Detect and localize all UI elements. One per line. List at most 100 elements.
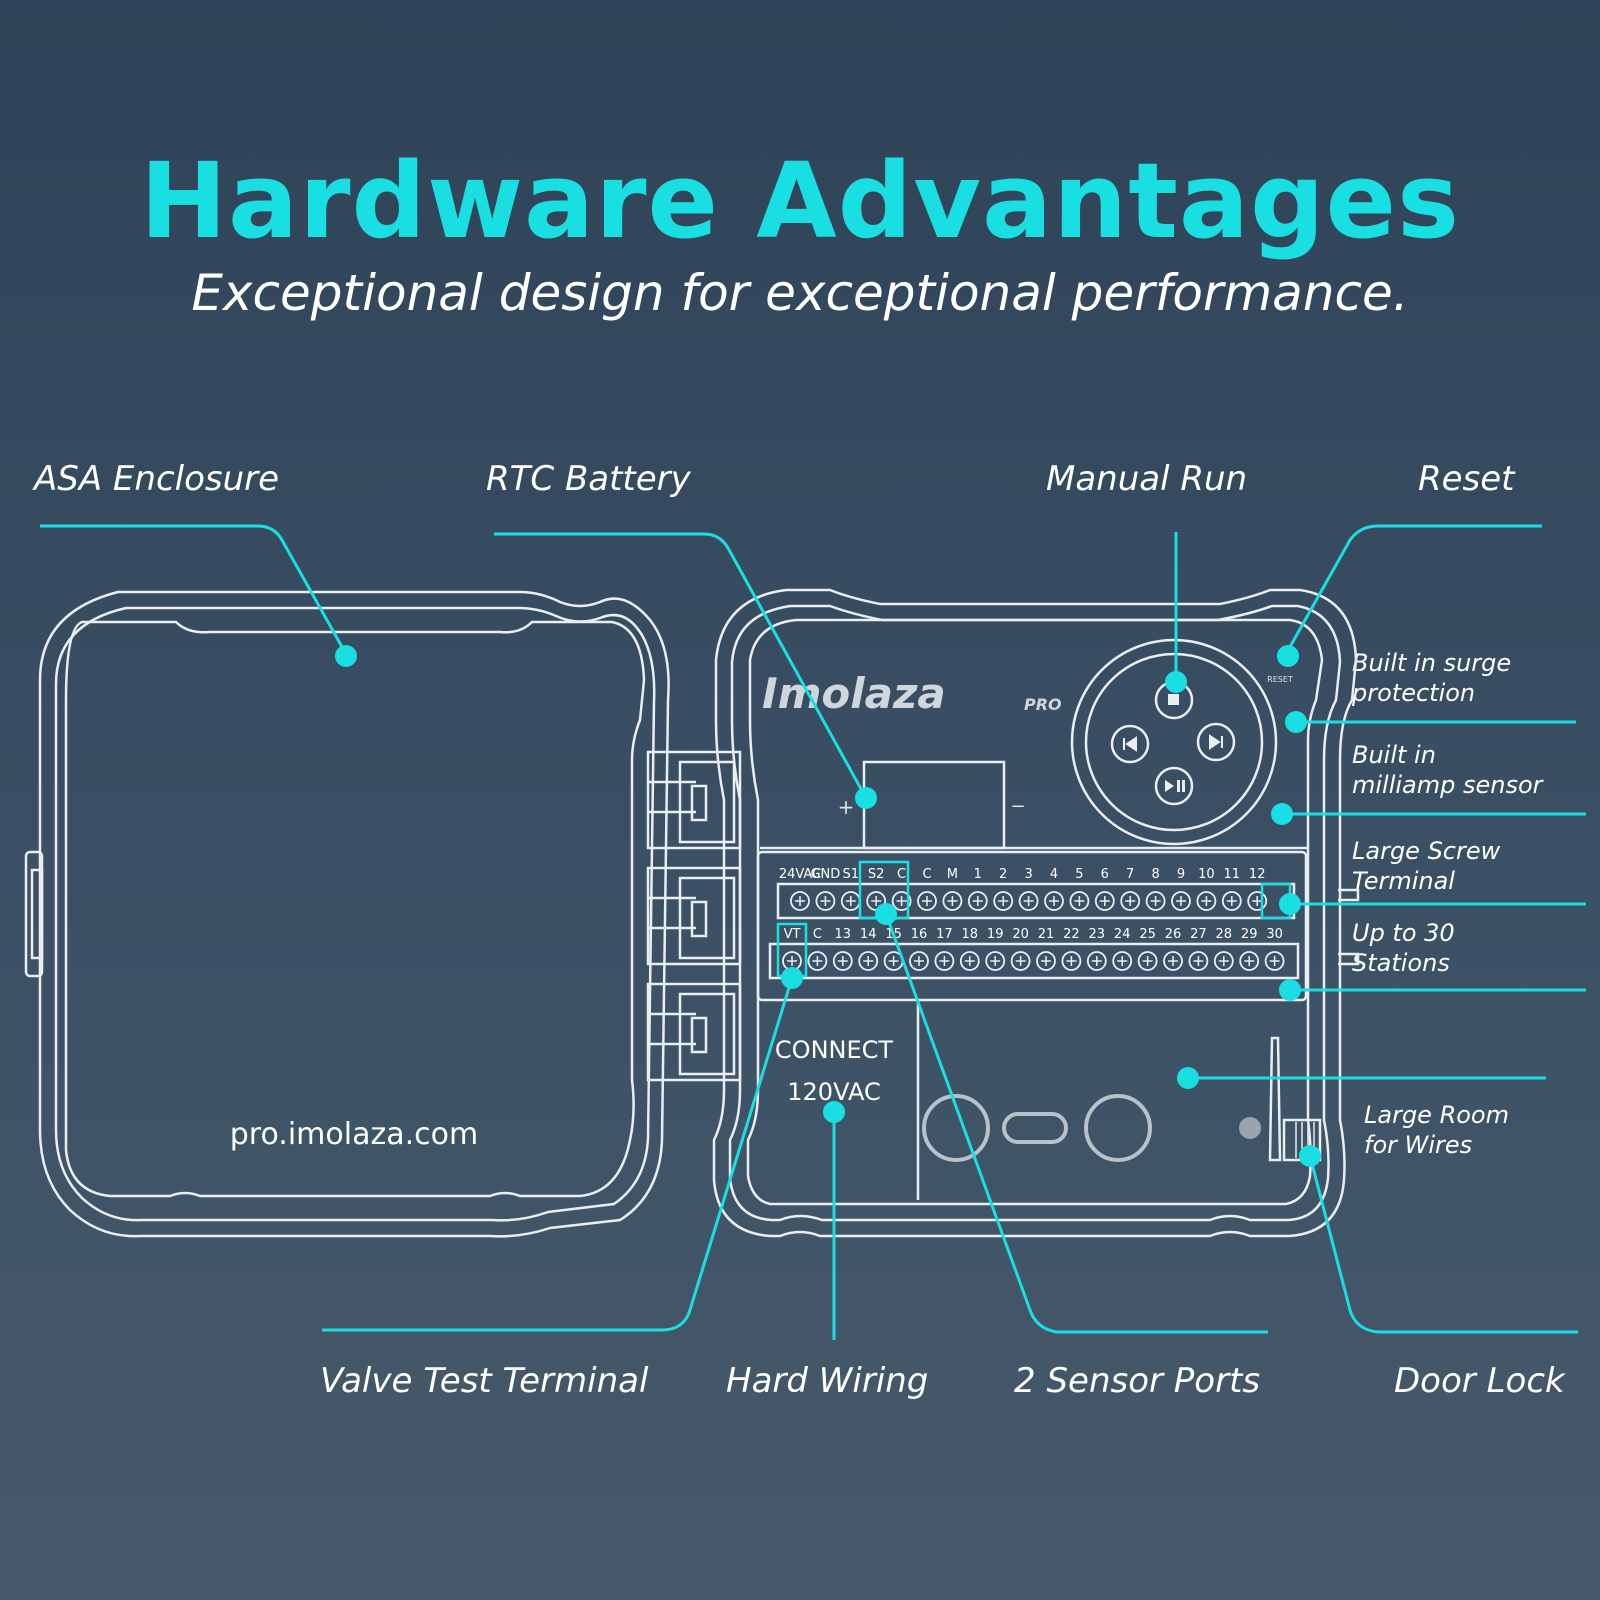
callout-hard-wiring: Hard Wiring	[726, 1361, 929, 1401]
terminal-screw[interactable]	[1163, 951, 1183, 971]
callout-surge-protection: Built in surge protection	[1352, 648, 1511, 708]
terminal-label: 22	[1063, 927, 1080, 942]
screw-slot-icon	[837, 956, 848, 966]
hinges	[646, 750, 742, 1082]
terminal-label: 23	[1089, 927, 1106, 942]
terminal-screw[interactable]	[1018, 891, 1039, 911]
terminal-label: 10	[1198, 867, 1215, 882]
terminal-label: 21	[1038, 927, 1055, 942]
terminal-label: S2	[868, 867, 885, 882]
screw-slot-icon	[1099, 896, 1110, 906]
callout-milliamp-line-2: milliamp sensor	[1352, 771, 1543, 799]
screw-slot-icon	[1269, 956, 1280, 966]
terminal-screw[interactable]	[832, 951, 853, 971]
terminal-screw[interactable]	[1145, 891, 1166, 911]
terminal-screw[interactable]	[1137, 951, 1158, 971]
callout-manual-run: Manual Run	[1046, 459, 1248, 499]
screw-slot-icon	[1142, 956, 1153, 966]
brand-logo: Imolaza	[762, 669, 946, 718]
callout-screw-line-1: Large Screw	[1352, 837, 1501, 865]
screw-slot-icon	[888, 956, 899, 966]
terminal-screw[interactable]	[1010, 951, 1031, 971]
terminal-screw[interactable]	[807, 951, 828, 971]
terminal-screw[interactable]	[1094, 891, 1115, 911]
callout-asa-enclosure: ASA Enclosure	[34, 459, 280, 499]
terminal-screw[interactable]	[1188, 951, 1209, 971]
terminal-screw[interactable]	[1044, 891, 1064, 911]
battery-plus: +	[838, 795, 855, 819]
leader-rtc-battery	[494, 532, 868, 799]
button-pad	[1070, 638, 1278, 846]
play-icon	[1165, 780, 1174, 792]
terminal-label: 2	[999, 867, 1007, 882]
terminal-screw[interactable]	[1120, 891, 1141, 911]
screw-slot-icon	[896, 896, 907, 906]
terminal-screw[interactable]	[1036, 951, 1056, 971]
callout-stations: Up to 30 Stations	[1352, 918, 1455, 978]
battery-holder	[862, 760, 1006, 850]
leader-dots	[335, 645, 1321, 1167]
terminal-label: 27	[1190, 927, 1207, 942]
page-subtitle: Exceptional design for exceptional perfo…	[191, 264, 1409, 322]
terminal-screw[interactable]	[959, 951, 980, 971]
terminal-screw[interactable]	[1069, 891, 1090, 911]
screw-slot-icon	[939, 956, 950, 966]
callout-reset: Reset	[1418, 459, 1515, 499]
terminal-screw[interactable]	[1112, 951, 1133, 971]
terminal-label: 1	[974, 867, 982, 882]
terminal-screw[interactable]	[993, 891, 1014, 911]
terminal-label: 24	[1114, 927, 1131, 942]
terminal-label: 12	[1249, 867, 1266, 882]
terminal-screw[interactable]	[1239, 951, 1260, 971]
terminal-screw[interactable]	[790, 891, 810, 911]
screw-slot-icon	[964, 956, 975, 966]
terminal-screw[interactable]	[1213, 951, 1234, 971]
callout-stations-line-2: Stations	[1352, 949, 1450, 977]
knockout-left	[922, 1094, 990, 1162]
terminal-screw[interactable]	[942, 891, 963, 911]
terminal-screw[interactable]	[1247, 891, 1268, 911]
terminal-label: 24VAC	[779, 867, 821, 882]
terminal-label: 25	[1139, 927, 1156, 942]
screw-slot-icon	[1252, 896, 1263, 906]
screw-slot-icon	[1201, 896, 1212, 906]
terminal-screw[interactable]	[1221, 891, 1242, 911]
callout-room-wires: Large Room for Wires	[1364, 1100, 1509, 1160]
terminal-screw[interactable]	[917, 891, 937, 911]
screw-slot-icon	[1066, 956, 1077, 966]
terminal-screw[interactable]	[1086, 951, 1107, 971]
callout-stations-line-1: Up to 30	[1352, 919, 1455, 947]
terminal-screw[interactable]	[985, 951, 1006, 971]
screw-slot-icon	[1074, 896, 1085, 906]
knockout-center	[1002, 1112, 1068, 1144]
terminal-screw[interactable]	[934, 951, 955, 971]
terminal-screw[interactable]	[858, 951, 879, 971]
terminal-screw[interactable]	[815, 891, 836, 911]
terminal-screw[interactable]	[1264, 951, 1285, 971]
screw-slot-icon	[863, 956, 874, 966]
screw-slot-icon	[1015, 956, 1026, 966]
terminal-label: 30	[1266, 927, 1283, 942]
terminal-screw[interactable]	[909, 951, 929, 971]
screw-slot-icon	[1041, 956, 1051, 966]
callout-door-lock: Door Lock	[1394, 1361, 1565, 1401]
callout-screw-terminal: Large Screw Terminal	[1352, 836, 1500, 896]
screw-slot-icon	[947, 896, 958, 906]
previous-icon	[1123, 736, 1137, 752]
page-title: Hardware Advantages	[140, 140, 1460, 262]
screw-slot-icon	[795, 896, 805, 906]
screw-slot-icon	[1117, 956, 1128, 966]
terminal-label: C	[813, 927, 822, 942]
terminal-label: 13	[835, 927, 852, 942]
enclosure-lid	[24, 590, 670, 1238]
screw-slot-icon	[1218, 956, 1229, 966]
leader-door-lock	[1308, 1155, 1578, 1334]
connect-label: CONNECT	[775, 1036, 893, 1064]
terminal-screw[interactable]	[1061, 951, 1082, 971]
terminal-screw[interactable]	[967, 891, 988, 911]
terminal-screw[interactable]	[1196, 891, 1217, 911]
terminal-screw[interactable]	[1171, 891, 1191, 911]
terminal-label: VT	[784, 927, 801, 942]
terminal-screw[interactable]	[891, 891, 912, 911]
screw-slot-icon	[1176, 896, 1186, 906]
